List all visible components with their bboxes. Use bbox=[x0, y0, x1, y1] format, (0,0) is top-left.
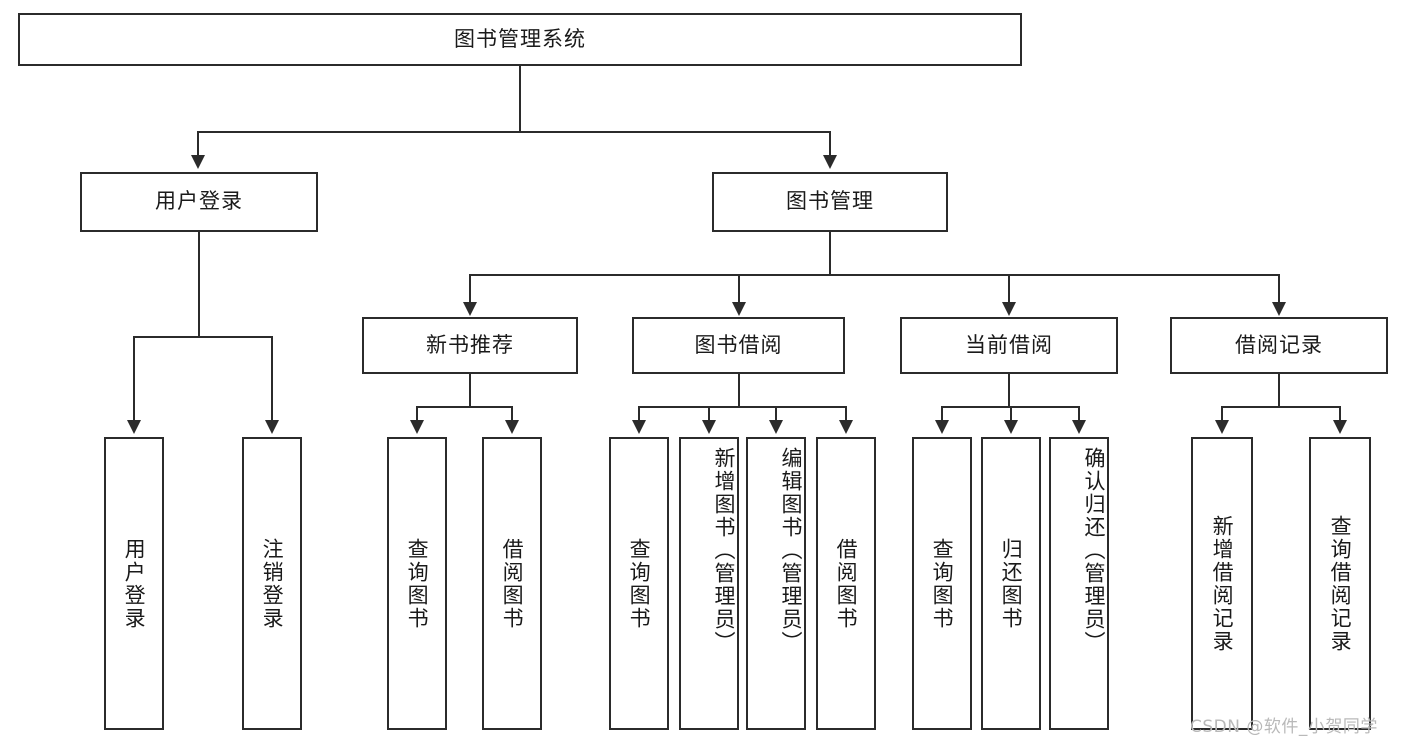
leaf-edit-book-admin-label: 编辑图书（管理员） bbox=[779, 447, 803, 654]
leaf-borrow-book-recommend-label: 借阅图书 bbox=[500, 537, 525, 630]
arrowhead-root-to-user-login bbox=[191, 155, 205, 169]
node-borrow-record[interactable]: 借阅记录 bbox=[1170, 317, 1388, 374]
arrowhead-book-borrow-leaf-1 bbox=[632, 420, 646, 434]
connector-new-book-bus bbox=[416, 406, 513, 408]
connector-new-book-stem bbox=[469, 374, 471, 407]
arrowhead-book-borrow-leaf-2 bbox=[702, 420, 716, 434]
csdn-watermark: CSDN @软件_小贺同学 bbox=[1190, 717, 1378, 737]
leaf-borrow-book-recommend[interactable]: 借阅图书 bbox=[482, 437, 542, 730]
leaf-query-book-current[interactable]: 查询图书 bbox=[912, 437, 972, 730]
leaf-query-book-current-label: 查询图书 bbox=[930, 537, 955, 630]
connector-book-mgmt-bus bbox=[469, 274, 1280, 276]
connector-book-borrow-drop-3 bbox=[775, 406, 777, 422]
leaf-confirm-return-admin[interactable]: 确认归还（管理员） bbox=[1049, 437, 1109, 730]
connector-book-mgmt-stem bbox=[829, 232, 831, 275]
connector-borrow-record-drop-1 bbox=[1221, 406, 1223, 422]
arrowhead-book-borrow-leaf-3 bbox=[769, 420, 783, 434]
node-current-borrow-label: 当前借阅 bbox=[965, 332, 1053, 357]
connector-borrow-record-drop-2 bbox=[1339, 406, 1341, 422]
node-user-login[interactable]: 用户登录 bbox=[80, 172, 318, 232]
node-current-borrow[interactable]: 当前借阅 bbox=[900, 317, 1118, 374]
connector-book-mgmt-drop-3 bbox=[1008, 274, 1010, 304]
arrowhead-to-current-borrow bbox=[1002, 302, 1016, 316]
node-new-book-recommend-label: 新书推荐 bbox=[426, 332, 514, 357]
connector-book-mgmt-drop-4 bbox=[1278, 274, 1280, 304]
node-book-management-label: 图书管理 bbox=[786, 189, 874, 214]
arrowhead-user-login-leaf-2 bbox=[265, 420, 279, 434]
arrowhead-new-book-leaf-2 bbox=[505, 420, 519, 434]
node-book-borrow-label: 图书借阅 bbox=[694, 332, 783, 357]
arrowhead-borrow-record-leaf-1 bbox=[1215, 420, 1229, 434]
arrowhead-to-borrow-record bbox=[1272, 302, 1286, 316]
leaf-borrow-book[interactable]: 借阅图书 bbox=[816, 437, 876, 730]
arrowhead-current-borrow-leaf-1 bbox=[935, 420, 949, 434]
leaf-query-book-borrow-label: 查询图书 bbox=[627, 537, 652, 630]
leaf-edit-book-admin[interactable]: 编辑图书（管理员） bbox=[746, 437, 806, 730]
connector-root-bus bbox=[197, 131, 831, 133]
connector-root-drop-2 bbox=[829, 131, 831, 157]
connector-user-login-drop-2 bbox=[271, 336, 273, 422]
leaf-confirm-return-admin-label: 确认归还（管理员） bbox=[1082, 447, 1106, 654]
node-root-label: 图书管理系统 bbox=[454, 26, 586, 51]
node-root[interactable]: 图书管理系统 bbox=[18, 13, 1022, 66]
arrowhead-to-new-book-recommend bbox=[463, 302, 477, 316]
leaf-query-book-borrow[interactable]: 查询图书 bbox=[609, 437, 669, 730]
arrowhead-new-book-leaf-1 bbox=[410, 420, 424, 434]
connector-current-borrow-stem bbox=[1008, 374, 1010, 407]
arrowhead-user-login-leaf-1 bbox=[127, 420, 141, 434]
connector-borrow-record-stem bbox=[1278, 374, 1280, 407]
connector-book-borrow-drop-1 bbox=[638, 406, 640, 422]
connector-current-borrow-drop-2 bbox=[1010, 406, 1012, 422]
leaf-add-book-admin-label: 新增图书（管理员） bbox=[712, 447, 736, 654]
connector-book-mgmt-drop-1 bbox=[469, 274, 471, 304]
leaf-query-book-recommend[interactable]: 查询图书 bbox=[387, 437, 447, 730]
connector-root-drop-1 bbox=[197, 131, 199, 157]
leaf-user-login-label: 用户登录 bbox=[122, 537, 147, 630]
connector-new-book-drop-2 bbox=[511, 406, 513, 422]
leaf-query-borrow-record[interactable]: 查询借阅记录 bbox=[1309, 437, 1371, 730]
connector-borrow-record-bus bbox=[1221, 406, 1340, 408]
connector-user-login-stem bbox=[198, 232, 200, 337]
connector-book-borrow-stem bbox=[738, 374, 740, 407]
leaf-return-book[interactable]: 归还图书 bbox=[981, 437, 1041, 730]
leaf-logout-login-label: 注销登录 bbox=[260, 537, 285, 630]
arrowhead-root-to-book-mgmt bbox=[823, 155, 837, 169]
connector-user-login-bus bbox=[133, 336, 272, 338]
leaf-add-book-admin[interactable]: 新增图书（管理员） bbox=[679, 437, 739, 730]
leaf-add-borrow-record-label: 新增借阅记录 bbox=[1210, 514, 1235, 653]
node-book-borrow[interactable]: 图书借阅 bbox=[632, 317, 845, 374]
arrowhead-borrow-record-leaf-2 bbox=[1333, 420, 1347, 434]
connector-book-borrow-bus bbox=[638, 406, 846, 408]
arrowhead-to-book-borrow bbox=[732, 302, 746, 316]
connector-current-borrow-drop-3 bbox=[1078, 406, 1080, 422]
arrowhead-book-borrow-leaf-4 bbox=[839, 420, 853, 434]
connector-current-borrow-bus bbox=[941, 406, 1078, 408]
connector-book-borrow-drop-2 bbox=[708, 406, 710, 422]
connector-book-mgmt-drop-2 bbox=[738, 274, 740, 304]
node-borrow-record-label: 借阅记录 bbox=[1235, 332, 1323, 357]
arrowhead-current-borrow-leaf-2 bbox=[1004, 420, 1018, 434]
node-new-book-recommend[interactable]: 新书推荐 bbox=[362, 317, 578, 374]
arrowhead-current-borrow-leaf-3 bbox=[1072, 420, 1086, 434]
connector-book-borrow-drop-4 bbox=[845, 406, 847, 422]
connector-root-stem bbox=[519, 66, 521, 132]
leaf-user-login[interactable]: 用户登录 bbox=[104, 437, 164, 730]
node-book-management[interactable]: 图书管理 bbox=[712, 172, 948, 232]
connector-user-login-drop-1 bbox=[133, 336, 135, 422]
connector-new-book-drop-1 bbox=[416, 406, 418, 422]
leaf-add-borrow-record[interactable]: 新增借阅记录 bbox=[1191, 437, 1253, 730]
leaf-logout-login[interactable]: 注销登录 bbox=[242, 437, 302, 730]
leaf-borrow-book-label: 借阅图书 bbox=[834, 537, 859, 630]
leaf-query-book-recommend-label: 查询图书 bbox=[405, 537, 430, 630]
node-user-login-label: 用户登录 bbox=[155, 189, 243, 214]
connector-current-borrow-drop-1 bbox=[941, 406, 943, 422]
leaf-return-book-label: 归还图书 bbox=[999, 537, 1024, 630]
leaf-query-borrow-record-label: 查询借阅记录 bbox=[1328, 514, 1353, 653]
